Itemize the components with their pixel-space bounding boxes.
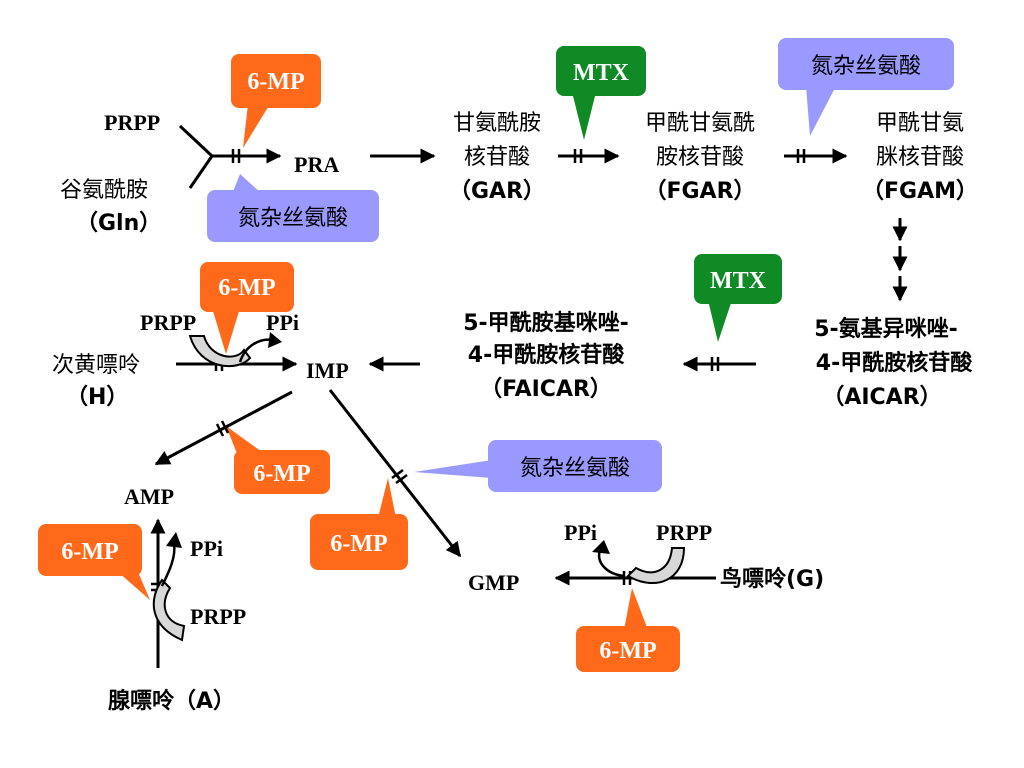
label-hypoxanthine: 次黄嘌呤 bbox=[52, 353, 140, 378]
callout-aza-1: 氮杂丝氨酸 bbox=[207, 174, 379, 242]
label-gmp: GMP bbox=[468, 570, 519, 595]
label-amp: AMP bbox=[124, 484, 174, 509]
label-prpp-h: PRPP bbox=[140, 310, 196, 335]
label-fgar-abbr: （FGAR） bbox=[644, 179, 755, 204]
label-prpp-top: PRPP bbox=[104, 110, 160, 135]
callout-aza-2: 氮杂丝氨酸 bbox=[778, 38, 954, 136]
label-gar-name-2: 核苷酸 bbox=[464, 145, 530, 170]
label-prpp-a: PRPP bbox=[190, 604, 246, 629]
label-ppi-a: PPi bbox=[190, 536, 223, 561]
callout-aza-3-label: 氮杂丝氨酸 bbox=[520, 456, 630, 481]
label-fgar-name-1: 甲酰甘氨酰 bbox=[645, 111, 755, 136]
label-aicar-name-1: 5-氨基异咪唑- bbox=[814, 316, 958, 342]
label-h-abbr: （H） bbox=[66, 385, 128, 410]
callout-6mp-5-label: 6-MP bbox=[61, 539, 118, 565]
callout-6mp-4-label: 6-MP bbox=[330, 531, 387, 557]
callout-mtx-1-label: MTX bbox=[573, 60, 630, 86]
callout-6mp-2: 6-MP bbox=[200, 262, 294, 354]
label-imp: IMP bbox=[306, 358, 349, 383]
label-fgam-name-1: 甲酰甘氨 bbox=[876, 111, 964, 136]
callout-aza-2-label: 氮杂丝氨酸 bbox=[811, 54, 921, 79]
label-adenine: 腺嘌呤（A） bbox=[108, 688, 235, 714]
label-gln-abbr: （Gln） bbox=[76, 211, 161, 236]
label-aicar-name-2: 4-甲酰胺核苷酸 bbox=[816, 350, 973, 376]
label-fgam-abbr: （FGAM） bbox=[862, 179, 978, 204]
callout-6mp-4: 6-MP bbox=[310, 478, 408, 570]
callout-mtx-1: MTX bbox=[556, 46, 646, 140]
label-guanine: 鸟嘌呤(G) bbox=[720, 566, 824, 592]
callout-6mp-1: 6-MP bbox=[231, 54, 321, 148]
callout-6mp-5: 6-MP bbox=[38, 524, 150, 600]
callout-6mp-6-label: 6-MP bbox=[599, 638, 656, 664]
callout-6mp-3-label: 6-MP bbox=[253, 461, 310, 487]
arrow-imp-amp bbox=[154, 390, 293, 466]
prpp-branch-line bbox=[178, 124, 214, 158]
gln-branch-line bbox=[188, 155, 214, 189]
callout-6mp-1-label: 6-MP bbox=[247, 69, 304, 95]
label-ppi-g: PPi bbox=[564, 520, 597, 545]
callout-6mp-3: 6-MP bbox=[226, 426, 330, 494]
label-faicar-abbr: （FAICAR） bbox=[480, 377, 612, 402]
label-gln-name: 谷氨酰胺 bbox=[60, 178, 148, 203]
callout-6mp-6: 6-MP bbox=[576, 588, 680, 672]
label-faicar-name-1: 5-甲酰胺基咪唑- bbox=[463, 310, 629, 336]
label-aicar-abbr: （AICAR） bbox=[822, 385, 941, 410]
cofactor-curves bbox=[152, 332, 686, 642]
label-gar-name-1: 甘氨酰胺 bbox=[453, 111, 541, 136]
label-fgam-name-2: 脒核苷酸 bbox=[876, 145, 964, 170]
label-fgar-name-2: 胺核苷酸 bbox=[656, 145, 744, 170]
callout-mtx-2: MTX bbox=[694, 254, 782, 342]
label-faicar-name-2: 4-甲酰胺核苷酸 bbox=[468, 342, 625, 368]
label-gar-abbr: （GAR） bbox=[449, 179, 545, 204]
label-prpp-g: PRPP bbox=[656, 520, 712, 545]
callout-aza-1-label: 氮杂丝氨酸 bbox=[238, 206, 348, 231]
callout-aza-3: 氮杂丝氨酸 bbox=[414, 440, 662, 492]
label-ppi-h: PPi bbox=[266, 310, 299, 335]
arrow-imp-gmp bbox=[328, 389, 462, 558]
callout-mtx-2-label: MTX bbox=[710, 268, 767, 294]
label-pra: PRA bbox=[294, 152, 339, 177]
callout-6mp-2-label: 6-MP bbox=[218, 275, 275, 301]
